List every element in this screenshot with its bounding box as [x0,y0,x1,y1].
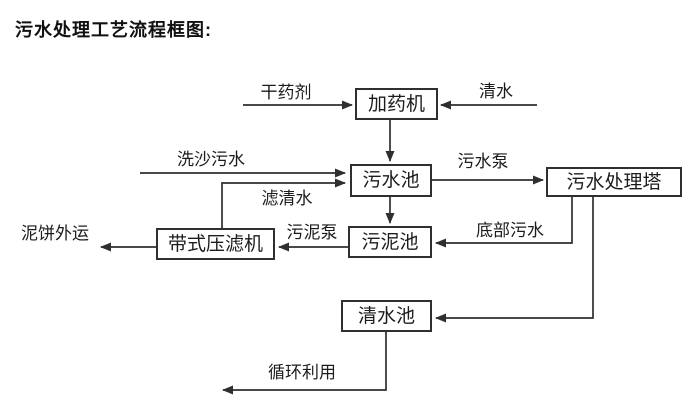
edge-label-recycle-use: 循环利用 [268,363,336,382]
arrow-recycle-use [222,332,387,395]
edge-label-sludge-pump: 污泥泵 [286,223,338,242]
node-dosing-machine-label: 加药机 [367,93,425,115]
node-belt-filter-press-label: 带式压滤机 [167,233,263,255]
node-sludge-pool: 污泥池 [348,226,432,258]
node-clear-water-pool-label: 清水池 [357,305,415,327]
node-belt-filter-press: 带式压滤机 [156,228,275,260]
node-sewage-treatment-tower-label: 污水处理塔 [566,171,662,193]
node-sewage-pool: 污水池 [350,164,432,197]
node-clear-water-pool: 清水池 [341,300,432,332]
edge-label-clear-water: 清水 [479,82,513,101]
node-dosing-machine: 加药机 [355,88,438,120]
edge-label-bottom-sewage: 底部污水 [476,221,544,240]
edge-label-mud-cake-out: 泥饼外运 [21,224,89,243]
edge-label-filtered-water: 滤清水 [261,189,313,208]
node-sewage-pool-label: 污水池 [362,170,420,191]
arrow-filtered-water-to-sewage-pool [221,178,346,228]
node-sludge-pool-label: 污泥池 [361,231,419,253]
page-title: 污水处理工艺流程框图: [15,20,212,40]
edge-label-sewage-pump: 污水泵 [457,152,509,171]
edge-label-sand-washing-sewage: 洗沙污水 [177,150,245,169]
arrow-bottom-sewage-to-sludge-pool [435,197,573,248]
edge-label-dry-chemical: 干药剂 [260,83,312,102]
node-sewage-treatment-tower: 污水处理塔 [546,167,682,197]
arrow-tower-to-clear-water-pool [435,197,594,323]
